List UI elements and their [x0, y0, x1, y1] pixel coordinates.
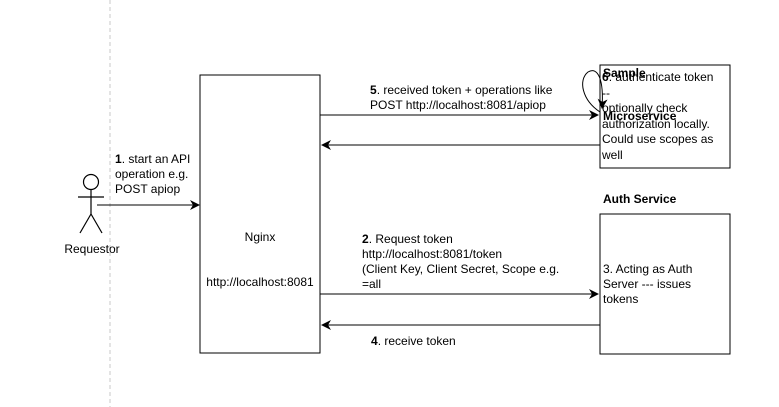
step5-step-number: 5 [370, 83, 377, 97]
step2-line-3: =all [362, 277, 382, 291]
microservice-body-line-0: 6. authenticate token [602, 70, 714, 84]
step2-line-2: (Client Key, Client Secret, Scope e.g. [362, 262, 560, 276]
microservice-title-line2: Microservice [603, 109, 677, 123]
arrow-step6-self-loop [582, 70, 608, 113]
step2-line-1: http://localhost:8081/token [362, 247, 503, 261]
microservice-title: Sample Microservice [603, 36, 676, 139]
nginx-box [199, 74, 321, 354]
step5-line-0: 5. received token + operations like [370, 83, 553, 97]
requestor-actor-icon [78, 173, 104, 234]
step4-step-number: 4 [371, 334, 378, 348]
microservice-box [599, 64, 731, 169]
microservice-body-line-1: -- [602, 85, 610, 100]
step2-line-0: 2. Request token [362, 232, 453, 246]
step1-line-1: operation e.g. [115, 167, 189, 181]
nginx-url: http://localhost:8081 [206, 275, 314, 289]
microservice-body-line-5: well [602, 147, 623, 162]
auth-body-line-2: tokens [603, 292, 639, 306]
nginx-title: Nginx [244, 230, 276, 244]
nginx-label: Nginx http://localhost:8081 [200, 200, 320, 305]
auth-service-box [599, 213, 731, 355]
step1-line-2: POST apiop [115, 182, 181, 196]
microservice-body-step-number: 6 [602, 70, 609, 84]
microservice-body-line-4: Could use scopes as [602, 132, 714, 146]
microservice-body-line-3: authorization locally. [602, 116, 710, 131]
step4-line-0: 4. receive token [371, 334, 456, 348]
step1-line-0: 1. start an API [115, 152, 191, 166]
requestor-label: Requestor [64, 242, 120, 256]
auth-body-line-0: 3. Acting as Auth [603, 262, 693, 276]
auth-body-line-1: Server --- issues [603, 277, 692, 291]
step4-label: 4. receive token [371, 334, 456, 349]
step2-step-number: 2 [362, 232, 369, 246]
step5-line-1: POST http://localhost:8081/apiop [370, 98, 546, 112]
step1-step-number: 1 [115, 152, 122, 166]
auth-service-title: Auth Service [603, 192, 677, 206]
microservice-title-line1: Sample [603, 66, 646, 80]
microservice-body-line-2: optionally check [602, 101, 688, 115]
